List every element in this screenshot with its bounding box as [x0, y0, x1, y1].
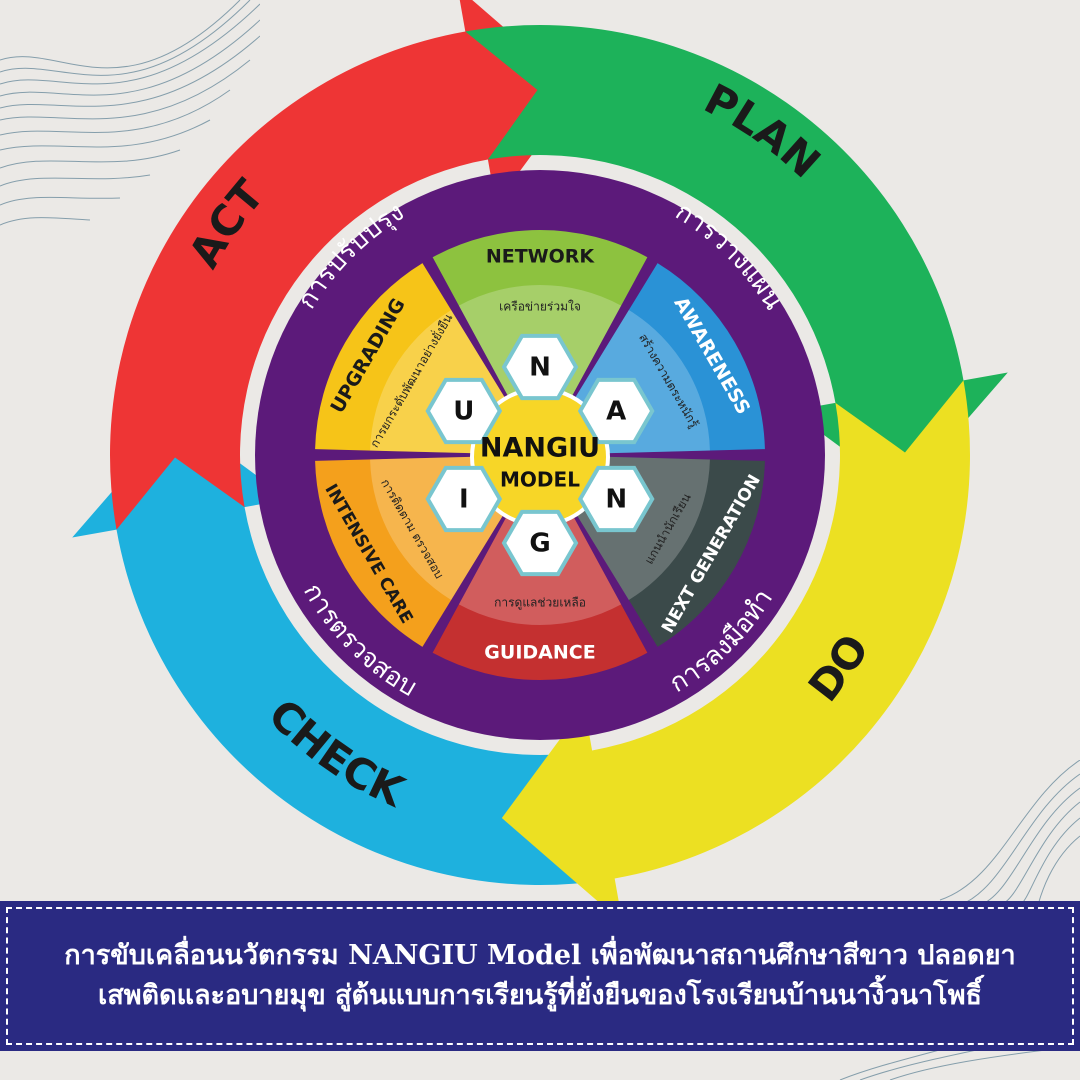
- letter-label: I: [459, 485, 469, 515]
- caption-dashed-frame: [6, 907, 1074, 1045]
- letter-label: N: [605, 485, 627, 515]
- sector-network: [432, 229, 648, 403]
- sector-guidance: [432, 507, 648, 681]
- center-title: NANGIU: [480, 433, 600, 464]
- letter-hexagon-a: [577, 377, 655, 445]
- cycle-arrow-plan: [465, 25, 1008, 494]
- caption-line-1: การขับเคลื่อนนวัตกรรม NANGIU Model เพื่อ…: [64, 940, 1016, 971]
- center-subtitle: MODEL: [500, 468, 580, 492]
- sector-subtitle: การดูแลช่วยเหลือ: [494, 596, 586, 611]
- sector-subtitle: เครือข่ายร่วมใจ: [499, 300, 581, 314]
- sector-title: NETWORK: [486, 246, 596, 268]
- letter-hexagon-i: [425, 465, 503, 533]
- cycle-arrow-do: [501, 380, 970, 923]
- wave-decoration-top-left: [0, 0, 260, 226]
- cycle-arrow-check: [72, 416, 615, 885]
- cycle-arrow-act: [110, 0, 579, 530]
- letter-hexagon-g: [501, 509, 579, 577]
- letter-label: A: [606, 397, 626, 427]
- caption-banner: การขับเคลื่อนนวัตกรรม NANGIU Model เพื่อ…: [0, 901, 1080, 1051]
- letter-hexagon-n: [577, 465, 655, 533]
- wave-decoration-bottom-right: [839, 760, 1080, 1080]
- caption-line-2: เสพติดและอบายมุข สู่ต้นแบบการเรียนรู้ที่…: [98, 980, 982, 1011]
- letter-hexagon-u: [425, 377, 503, 445]
- sector-title: GUIDANCE: [484, 642, 595, 664]
- letter-label: U: [453, 397, 474, 427]
- letter-label: N: [529, 353, 551, 383]
- letter-label: G: [529, 529, 550, 559]
- letter-hexagon-n: [501, 333, 579, 401]
